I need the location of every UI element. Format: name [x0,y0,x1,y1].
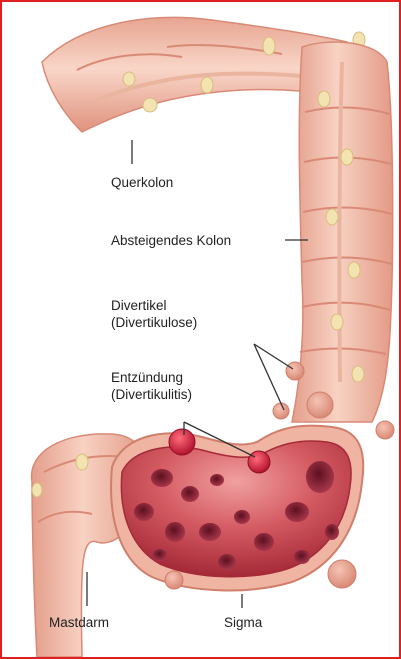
sigmoid-colon [111,426,363,591]
label-divertikel-line2: (Divertikulose) [111,314,197,331]
label-entzuendung: Entzündung (Divertikulitis) [111,369,192,403]
label-entzuendung-line1: Entzündung [111,369,192,386]
label-divertikel: Divertikel (Divertikulose) [111,297,197,331]
label-entzuendung-line2: (Divertikulitis) [111,386,192,403]
label-sigma: Sigma [224,614,262,631]
label-mastdarm: Mastdarm [49,614,109,631]
label-querkolon: Querkolon [111,174,173,191]
label-divertikel-line1: Divertikel [111,297,197,314]
label-absteigendes-kolon: Absteigendes Kolon [111,232,231,249]
